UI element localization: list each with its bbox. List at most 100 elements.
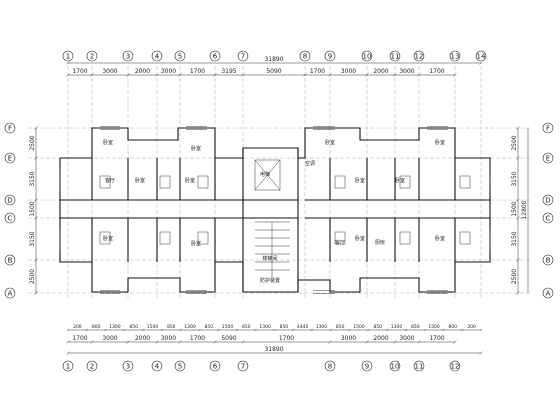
axis-right-label-circle <box>542 122 554 134</box>
dimension-label: 3000 <box>102 335 117 342</box>
dimension-tick <box>34 258 38 262</box>
room-label: 卧室 <box>103 235 113 242</box>
dimension-label: 3000 <box>102 68 117 75</box>
axis-top-label: 2 <box>90 52 94 60</box>
dimension-tick <box>393 73 397 77</box>
axis-top-label-circle <box>475 50 487 62</box>
room-label: 空调 <box>305 160 315 167</box>
dimension-tick <box>123 328 126 332</box>
fixture <box>159 231 171 245</box>
axis-top-label: 1 <box>66 52 70 60</box>
dimension-tick <box>442 328 445 332</box>
axis-left-label-circle <box>4 212 16 224</box>
axis-bottom-label-circle <box>361 360 373 372</box>
dimension-detail-label: 200 <box>73 324 82 330</box>
room-label: 客厅 <box>335 239 345 246</box>
axis-left-label-circle <box>4 152 16 164</box>
room-label: 卧室 <box>135 177 145 184</box>
dimension-tick <box>34 198 38 202</box>
dimension-detail-label: 850 <box>242 324 251 330</box>
dimension-tick <box>329 328 332 332</box>
dimension-tick <box>155 340 159 344</box>
axis-top-label: 12 <box>415 52 424 60</box>
dimension-detail-label: 800 <box>449 324 458 330</box>
axis-right-label: D <box>545 196 550 204</box>
axis-right-label-circle <box>542 254 554 266</box>
axis-right-label: C <box>546 214 551 222</box>
dimension-detail-label: 1500 <box>147 324 159 330</box>
dimension-label: 2000 <box>135 335 150 342</box>
axis-top-label: 11 <box>391 52 400 60</box>
axis-top-label-circle <box>449 50 461 62</box>
axis-top-label-circle <box>86 50 98 62</box>
axis-top-label: 9 <box>328 52 332 60</box>
axis-top-label-circle <box>62 50 74 62</box>
axis-right-label-circle <box>542 152 554 164</box>
dimension-tick <box>328 340 332 344</box>
room-label: 卧室 <box>325 139 335 146</box>
room-label: 卧室 <box>435 139 445 146</box>
axis-right-label-circle <box>542 194 554 206</box>
dimension-label: 3000 <box>341 335 356 342</box>
dimension-tick <box>235 328 239 332</box>
dimension-label: 3000 <box>161 68 176 75</box>
fixture <box>459 231 471 245</box>
axis-right-label-circle <box>542 212 554 224</box>
axis-bottom-label: 1 <box>66 362 70 370</box>
fixture <box>399 231 411 245</box>
room-label: 楼梯间 <box>262 255 277 262</box>
dimension-tick <box>479 351 483 355</box>
dimension-tick <box>213 73 217 77</box>
dimension-tick <box>404 328 408 332</box>
dimension-tick <box>365 340 369 344</box>
dimension-detail-label: 1300 <box>184 324 196 330</box>
fixture <box>159 175 171 189</box>
dimension-tick <box>141 328 145 332</box>
dimension-tick <box>254 328 257 332</box>
dimension-label: 3195 <box>221 68 236 75</box>
dimension-detail-label: 850 <box>167 324 176 330</box>
dimension-tick <box>179 328 182 332</box>
dimension-tick <box>516 198 520 202</box>
dimension-tick <box>310 328 314 332</box>
dimension-label: 5090 <box>221 335 236 342</box>
fixture <box>197 231 209 245</box>
dimension-tick <box>417 73 421 77</box>
dimension-tick <box>241 340 245 344</box>
dimension-detail-label: 200 <box>467 324 476 330</box>
dimension-detail-label: 850 <box>411 324 420 330</box>
dimension-label: 1700 <box>190 335 205 342</box>
dimension-tick <box>34 126 38 130</box>
dimension-detail-label: 4440 <box>297 324 309 330</box>
axis-bottom-label: 12 <box>451 362 460 370</box>
dimension-tick <box>104 328 107 332</box>
dimension-tick <box>178 340 182 344</box>
dimension-label: 1700 <box>190 68 205 75</box>
fixture <box>197 175 209 189</box>
dimension-detail-label: 850 <box>373 324 382 330</box>
dimension-tick <box>461 328 464 332</box>
dimension-tick <box>66 351 70 355</box>
axis-top-label: 6 <box>213 52 218 60</box>
dimension-tick <box>393 340 397 344</box>
dimension-tick <box>516 216 520 220</box>
dimension-tick <box>213 340 217 344</box>
axis-bottom-label: 6 <box>213 362 218 370</box>
side-dimension-label: 2500 <box>511 269 518 284</box>
axis-bottom-label: 7 <box>241 362 245 370</box>
dimension-tick <box>217 328 220 332</box>
dimension-label: 5090 <box>266 68 281 75</box>
dimension-tick <box>155 73 159 77</box>
dimension-tick <box>66 328 70 332</box>
dimension-label: 1700 <box>72 68 87 75</box>
dimension-label: 3000 <box>341 68 356 75</box>
dimension-tick <box>90 340 94 344</box>
dimension-lines <box>34 61 529 355</box>
dimension-tick <box>241 73 245 77</box>
dimension-detail-label: 850 <box>129 324 138 330</box>
dimension-detail-label: 850 <box>204 324 213 330</box>
side-dimension-label: 2500 <box>29 135 36 150</box>
